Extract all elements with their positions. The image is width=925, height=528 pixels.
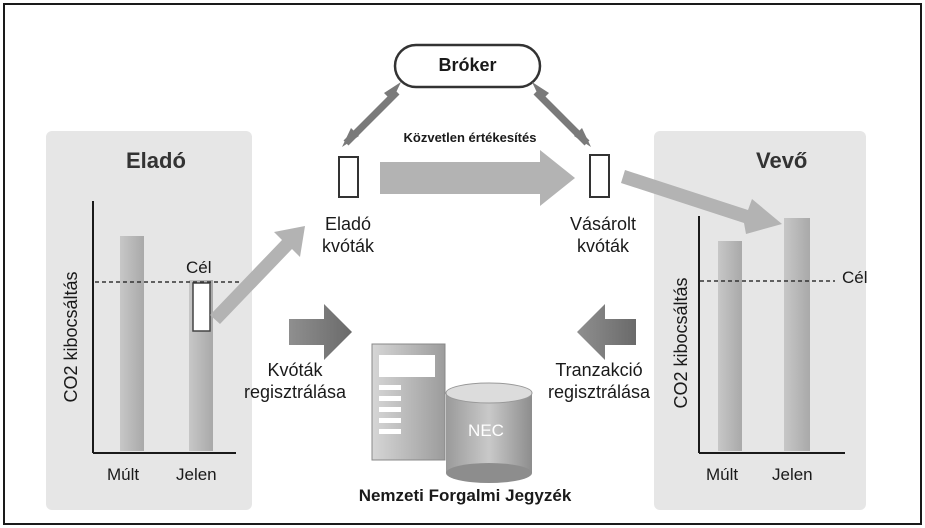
seller-xtick-past: Múlt bbox=[107, 465, 140, 484]
register-transaction-line1: Tranzakció bbox=[555, 360, 643, 380]
seller-to-quota-arrow bbox=[210, 226, 305, 324]
buyer-quota-label-line2: kvóták bbox=[576, 235, 630, 256]
broker-label: Bróker bbox=[438, 55, 497, 75]
buyer-quota-box bbox=[589, 154, 610, 198]
buyer-bar-present bbox=[784, 218, 810, 451]
buyer-target-label: Cél bbox=[842, 268, 868, 287]
broker-buyer-arrow bbox=[532, 82, 591, 147]
server-icon bbox=[371, 343, 446, 461]
buyer-bar-past bbox=[718, 241, 742, 451]
seller-xtick-present: Jelen bbox=[176, 465, 217, 484]
direct-sale-arrow bbox=[380, 150, 575, 206]
seller-surplus-quota bbox=[192, 282, 211, 332]
seller-chart-axes bbox=[92, 201, 236, 454]
broker-box bbox=[393, 43, 542, 89]
buyer-title: Vevő bbox=[756, 148, 808, 173]
buyer-panel bbox=[654, 131, 866, 510]
buyer-xtick-present: Jelen bbox=[772, 465, 813, 484]
registry-title: Nemzeti Forgalmi Jegyzék bbox=[358, 486, 572, 505]
register-transaction-label: Tranzakció regisztrálása bbox=[528, 360, 670, 403]
seller-quota-box bbox=[338, 156, 359, 198]
register-quota-arrow bbox=[289, 304, 352, 360]
direct-sale-label: Közvetlen értékesítés bbox=[403, 130, 537, 145]
buyer-quota-label: Vásárolt kvóták bbox=[553, 214, 653, 257]
seller-quota-label: Eladó kvóták bbox=[303, 214, 393, 257]
buyer-xtick-past: Múlt bbox=[706, 465, 739, 484]
register-transaction-line2: regisztrálása bbox=[547, 381, 651, 402]
register-quota-line1: Kvóták bbox=[267, 360, 323, 380]
buyer-ylabel: CO2 kibocsáltás bbox=[671, 277, 691, 409]
seller-quota-label-line1: Eladó bbox=[324, 214, 372, 234]
seller-target-label: Cél bbox=[186, 258, 212, 277]
buyer-quota-label-line1: Vásárolt bbox=[569, 214, 637, 234]
db-label: NEC bbox=[468, 421, 504, 440]
quota-to-buyer-arrow bbox=[621, 170, 782, 234]
seller-bar-past bbox=[120, 236, 144, 451]
buyer-chart-axes bbox=[698, 216, 845, 454]
register-quota-line2: regisztrálása bbox=[243, 381, 347, 402]
register-quota-label: Kvóták regisztrálása bbox=[230, 360, 360, 403]
broker-seller-arrow bbox=[342, 82, 401, 147]
seller-quota-label-line2: kvóták bbox=[321, 235, 375, 256]
register-transaction-arrow bbox=[577, 304, 636, 360]
seller-ylabel: CO2 kibocsáltás bbox=[61, 271, 81, 403]
database-icon: NEC bbox=[445, 382, 533, 483]
seller-title: Eladó bbox=[126, 148, 186, 173]
